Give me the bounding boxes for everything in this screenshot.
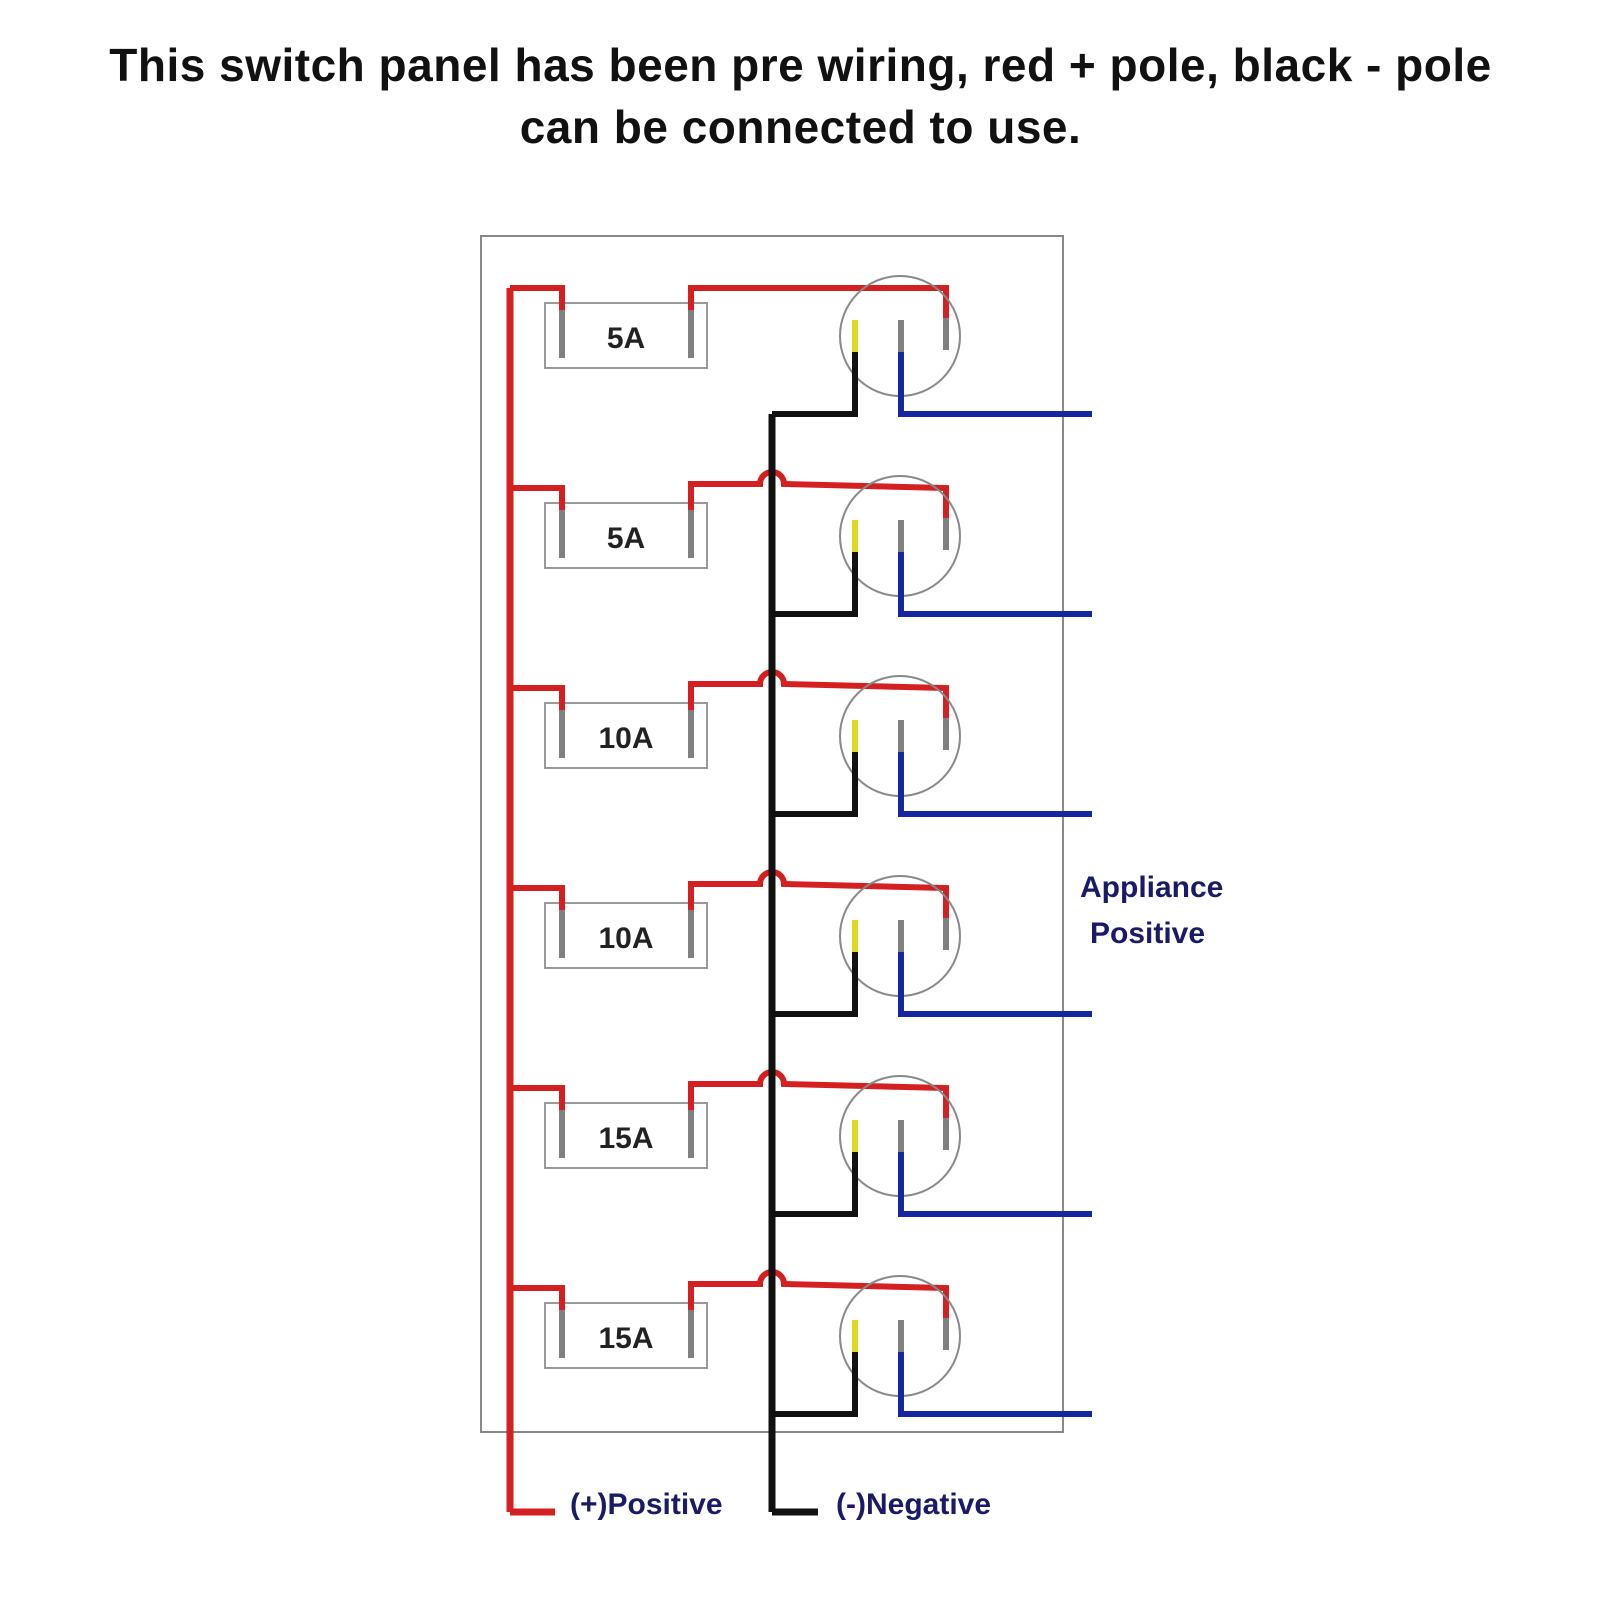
switch-pin-output-1 <box>898 320 904 352</box>
negative-terminal-label: (-)Negative <box>836 1488 991 1521</box>
fuse-input-wire-4 <box>510 885 565 910</box>
switch-pin-lamp-4 <box>852 920 858 952</box>
caption-line-1: This switch panel has been pre wiring, r… <box>109 39 1492 91</box>
switch-pin-lamp-2 <box>852 520 858 552</box>
switch-pin-output-3 <box>898 720 904 752</box>
appliance-output-wire-1 <box>898 352 1092 417</box>
switch-feed-wire-2 <box>688 469 949 518</box>
appliance-output-wire-6 <box>898 1352 1092 1417</box>
fuse-pin-left-1 <box>559 310 565 358</box>
switch-feed-wire-4 <box>688 869 949 918</box>
switch-pin-lamp-3 <box>852 720 858 752</box>
switch-pin-output-6 <box>898 1320 904 1352</box>
switch-pin-output-5 <box>898 1120 904 1152</box>
switch-pin-input-6 <box>943 1318 949 1350</box>
lamp-ground-wire-2 <box>772 552 858 617</box>
fuse-rating-label-1: 5A <box>607 322 645 355</box>
switch-feed-wire-5 <box>688 1069 949 1118</box>
switch-pin-output-4 <box>898 920 904 952</box>
fuse-input-wire-1 <box>510 285 565 310</box>
switch-pin-input-5 <box>943 1118 949 1150</box>
switch-pin-input-4 <box>943 918 949 950</box>
fuse-pin-left-3 <box>559 710 565 758</box>
switch-pin-input-3 <box>943 718 949 750</box>
caption-line-2: can be connected to use. <box>519 101 1082 153</box>
positive-terminal-label: (+)Positive <box>570 1488 723 1521</box>
fuse-body-5 <box>544 1102 708 1169</box>
switch-feed-wire-3 <box>688 669 949 718</box>
appliance-output-wire-2 <box>898 552 1092 617</box>
fuse-body-3 <box>544 702 708 769</box>
fuse-pin-right-1 <box>688 310 694 358</box>
fuse-input-wire-2 <box>510 485 565 510</box>
fuse-pin-right-2 <box>688 510 694 558</box>
switch-pin-lamp-5 <box>852 1120 858 1152</box>
appliance-positive-label-line-1: Appliance <box>1080 871 1223 904</box>
lamp-ground-wire-4 <box>772 952 858 1017</box>
switch-pin-input-1 <box>943 318 949 350</box>
appliance-output-wire-5 <box>898 1152 1092 1217</box>
fuse-body-6 <box>544 1302 708 1369</box>
lamp-ground-wire-6 <box>772 1352 858 1417</box>
lamp-ground-wire-1 <box>772 352 858 417</box>
switch-pin-lamp-1 <box>852 320 858 352</box>
appliance-positive-label-line-2: Positive <box>1090 917 1205 950</box>
fuse-input-wire-6 <box>510 1285 565 1310</box>
fuse-rating-label-5: 15A <box>598 1122 653 1155</box>
fuse-pin-left-4 <box>559 910 565 958</box>
fuse-pin-right-5 <box>688 1110 694 1158</box>
fuse-body-4 <box>544 902 708 969</box>
fuse-pin-right-6 <box>688 1310 694 1358</box>
caption: This switch panel has been pre wiring, r… <box>100 34 1501 158</box>
switch-feed-wire-6 <box>688 1269 949 1318</box>
appliance-output-wire-3 <box>898 752 1092 817</box>
fuse-pin-right-3 <box>688 710 694 758</box>
fuse-rating-label-6: 15A <box>598 1322 653 1355</box>
switch-pin-output-2 <box>898 520 904 552</box>
switch-feed-wire-1 <box>688 285 949 318</box>
appliance-output-wire-4 <box>898 952 1092 1017</box>
fuse-pin-left-5 <box>559 1110 565 1158</box>
fuse-pin-left-2 <box>559 510 565 558</box>
switch-pin-input-2 <box>943 518 949 550</box>
fuse-pin-left-6 <box>559 1310 565 1358</box>
lamp-ground-wire-5 <box>772 1152 858 1217</box>
fuse-input-wire-5 <box>510 1085 565 1110</box>
fuse-body-1 <box>544 302 708 369</box>
fuse-input-wire-3 <box>510 685 565 710</box>
lamp-ground-wire-3 <box>772 752 858 817</box>
fuse-rating-label-4: 10A <box>598 922 653 955</box>
fuse-rating-label-3: 10A <box>598 722 653 755</box>
switch-pin-lamp-6 <box>852 1320 858 1352</box>
fuse-body-2 <box>544 502 708 569</box>
fuse-rating-label-2: 5A <box>607 522 645 555</box>
fuse-pin-right-4 <box>688 910 694 958</box>
